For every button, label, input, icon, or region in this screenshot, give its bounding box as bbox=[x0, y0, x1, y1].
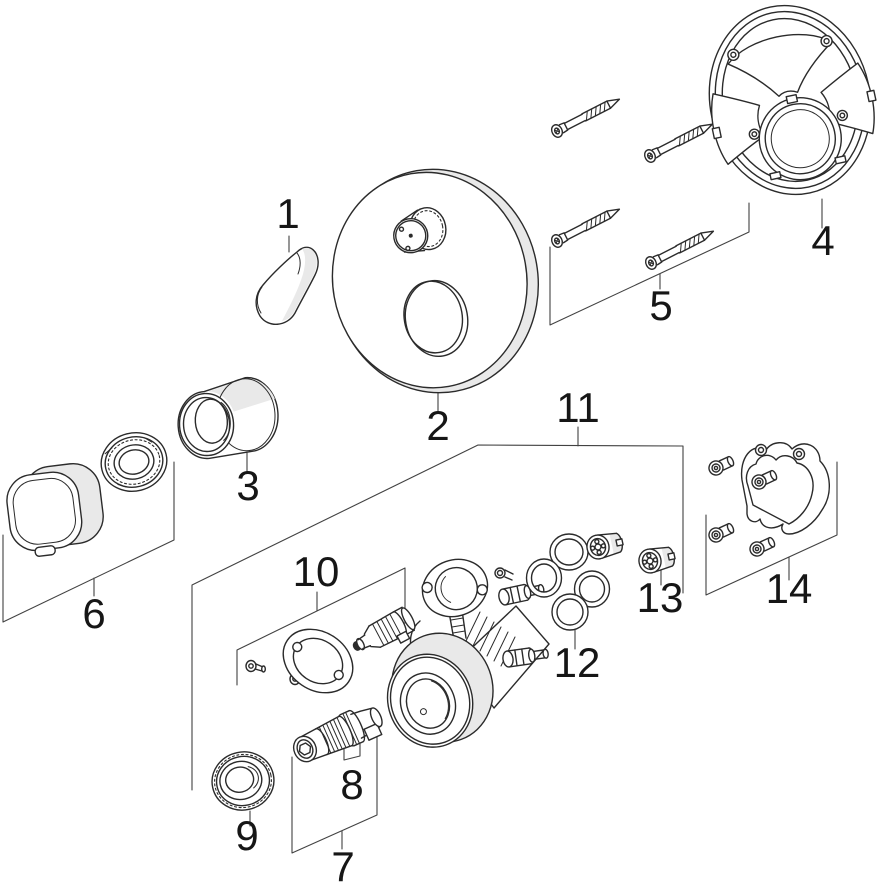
part-8-thermostatic-cartridge bbox=[292, 707, 383, 763]
inlet-flange bbox=[421, 558, 489, 618]
part-label-3: 3 bbox=[236, 462, 259, 509]
oval-gasket-flange bbox=[282, 628, 354, 694]
part-label-1: 1 bbox=[276, 190, 299, 237]
leader-lines bbox=[2, 198, 838, 854]
part-label-11: 11 bbox=[556, 384, 600, 431]
diverter-knob bbox=[393, 207, 447, 254]
part-label-9: 9 bbox=[235, 812, 258, 859]
part-label-13: 13 bbox=[637, 574, 684, 621]
part-1-handle-lever-cap bbox=[255, 246, 319, 325]
part-3-extension-sleeve bbox=[177, 376, 279, 460]
part-label-10: 10 bbox=[293, 548, 340, 595]
part-12-o-ring-set bbox=[525, 533, 611, 631]
part-labels: 1 2 3 4 5 6 7 8 9 10 11 12 13 14 bbox=[82, 190, 834, 883]
part-label-4: 4 bbox=[811, 217, 834, 264]
part-label-12: 12 bbox=[554, 639, 601, 686]
part-label-8: 8 bbox=[340, 761, 363, 808]
part-label-2: 2 bbox=[426, 402, 449, 449]
part-13-check-valves bbox=[584, 529, 678, 576]
part-6-handle-knob bbox=[6, 462, 104, 557]
part-label-6: 6 bbox=[82, 590, 105, 637]
part-6-handle-adapter-ring bbox=[100, 432, 168, 492]
part-4-wall-mounting-ring bbox=[708, 4, 877, 196]
part-label-14: 14 bbox=[766, 565, 813, 612]
part-14-mounting-bracket-kit bbox=[705, 442, 830, 560]
part-5-fixing-screws bbox=[548, 92, 718, 272]
part-11-valve-body bbox=[386, 558, 550, 748]
part-2-escutcheon-faceplate bbox=[331, 168, 540, 394]
part-label-7: 7 bbox=[331, 843, 354, 883]
kit-screw bbox=[245, 659, 267, 673]
part-label-5: 5 bbox=[649, 282, 672, 329]
part-9-knurled-nut bbox=[211, 751, 275, 811]
part-10-service-kit bbox=[245, 606, 416, 694]
pilot-cartridge bbox=[352, 606, 416, 651]
outlet-port bbox=[386, 632, 494, 748]
